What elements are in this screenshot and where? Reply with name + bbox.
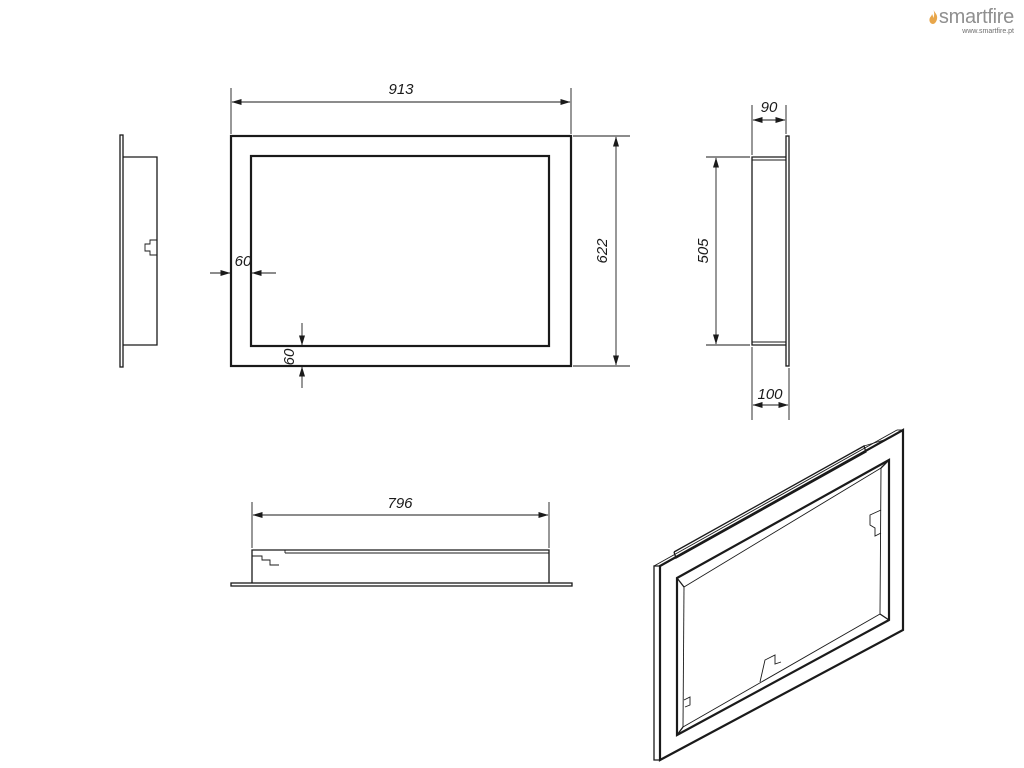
brand-name-text: smartfire — [938, 6, 1014, 28]
left-side-view — [119, 134, 158, 368]
dim-label-913: 913 — [388, 81, 414, 98]
brand-logo: smartfire www.smartfire.pt — [874, 6, 1014, 36]
flame-icon — [929, 10, 938, 24]
dim-label-622: 622 — [594, 238, 611, 264]
dimension-top-width: 796 — [251, 495, 550, 548]
dim-label-60-side: 60 — [235, 253, 252, 270]
dimension-front-width: 913 — [230, 81, 572, 134]
dim-label-90: 90 — [761, 99, 778, 116]
isometric-view — [653, 428, 905, 762]
top-view — [230, 549, 573, 587]
dimension-frame-side: 60 — [210, 253, 276, 276]
dimension-side-opening: 505 — [695, 156, 750, 346]
dim-label-60-bottom: 60 — [281, 348, 298, 365]
dimension-front-height: 622 — [573, 135, 630, 367]
dimension-side-top: 90 — [751, 99, 787, 155]
right-side-view — [751, 135, 790, 367]
dimension-frame-bottom: 60 — [281, 323, 305, 388]
front-view — [229, 134, 573, 368]
dimension-side-bottom: 100 — [751, 347, 790, 420]
dim-label-796: 796 — [387, 495, 413, 512]
brand-url: www.smartfire.pt — [962, 28, 1014, 35]
dim-label-505: 505 — [695, 238, 712, 264]
dim-label-100: 100 — [757, 386, 783, 403]
